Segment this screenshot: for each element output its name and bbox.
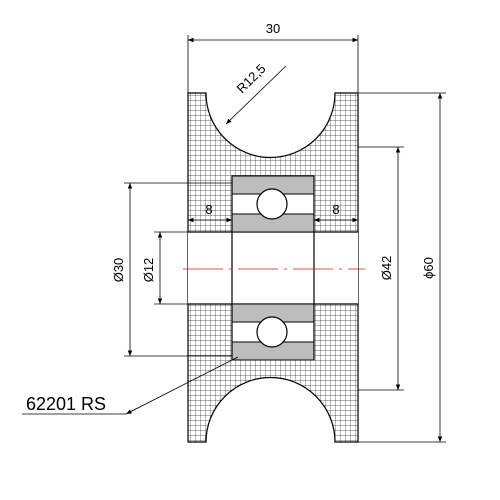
bearing-callout: 62201 RS [22, 356, 239, 415]
right-shoulder-text: 8 [332, 202, 339, 217]
left-shoulder-text: 8 [205, 202, 212, 217]
bearing-od-dimension: Ø30 [111, 182, 232, 357]
radius-dimension-text: R12,5 [234, 61, 269, 96]
bearing-od-text: Ø30 [111, 258, 126, 283]
bore-dimension-text: Ø12 [141, 258, 156, 283]
bearing-section [231, 175, 315, 361]
bearing-ball-bottom [256, 316, 288, 348]
right-shoulder-dimension: 8 [314, 202, 358, 223]
groove-diameter-dimension: Ø42 [358, 146, 404, 391]
bore-dimension: Ø12 [141, 231, 232, 305]
outer-diameter-dimension: ϕ60 [358, 92, 446, 443]
bearing-ball-top [256, 188, 288, 220]
outer-diameter-text: ϕ60 [421, 257, 436, 279]
radius-dimension: R12,5 [225, 61, 287, 125]
width-dimension-text: 30 [266, 21, 280, 36]
width-dimension: 30 [187, 21, 359, 93]
left-shoulder-dimension: 8 [188, 202, 232, 223]
bore-clearance [188, 232, 358, 304]
groove-diameter-text: Ø42 [379, 256, 394, 281]
bearing-part-label: 62201 RS [26, 394, 106, 414]
